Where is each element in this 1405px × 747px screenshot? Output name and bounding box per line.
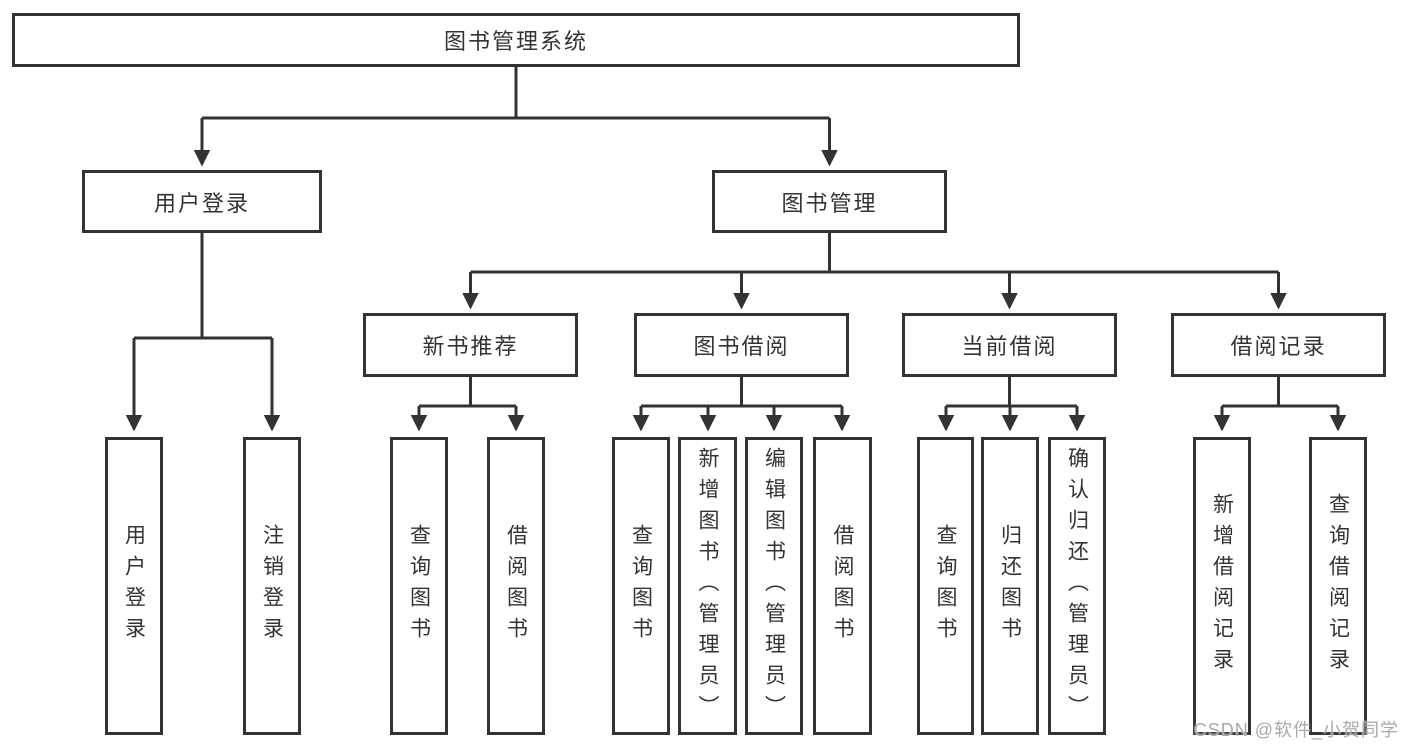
connector-book-borrow-to-leaves (632, 377, 851, 432)
connector-root-to-level2 (193, 67, 838, 167)
node-leaf-confirm-return-admin: 确认归还（管理员） (1048, 437, 1106, 735)
node-new-book-recommend: 新书推荐 (363, 313, 578, 377)
connector-current-borrow-to-leaves (937, 377, 1086, 432)
connector-book-management-to-level3 (462, 233, 1287, 310)
node-user-login: 用户登录 (82, 170, 322, 233)
node-leaf-return-book: 归还图书 (981, 437, 1039, 735)
node-book-management: 图书管理 (712, 170, 947, 233)
node-borrow-records: 借阅记录 (1171, 313, 1386, 377)
node-leaf-add-book-admin: 新增图书（管理员） (678, 437, 737, 735)
connector-borrow-records-to-leaves (1213, 377, 1347, 432)
node-leaf-query-books-1: 查询图书 (390, 437, 448, 735)
node-library-system: 图书管理系统 (12, 13, 1020, 67)
node-leaf-borrow-books-1: 借阅图书 (487, 437, 545, 735)
node-book-borrow: 图书借阅 (634, 313, 849, 377)
node-leaf-query-books-2: 查询图书 (612, 437, 670, 735)
node-leaf-logout: 注销登录 (243, 437, 301, 735)
node-leaf-borrow-books-2: 借阅图书 (813, 437, 872, 735)
node-current-borrow: 当前借阅 (902, 313, 1117, 377)
node-leaf-query-books-3: 查询图书 (917, 437, 974, 735)
node-leaf-user-login: 用户登录 (105, 437, 163, 735)
node-leaf-query-borrow-record: 查询借阅记录 (1309, 437, 1367, 735)
connector-new-book-to-leaves (410, 377, 525, 432)
connector-user-login-to-leaves (125, 233, 281, 432)
node-leaf-add-borrow-record: 新增借阅记录 (1193, 437, 1251, 735)
node-leaf-edit-book-admin: 编辑图书（管理员） (745, 437, 803, 735)
watermark: CSDN @软件_小贺同学 (1193, 720, 1399, 740)
